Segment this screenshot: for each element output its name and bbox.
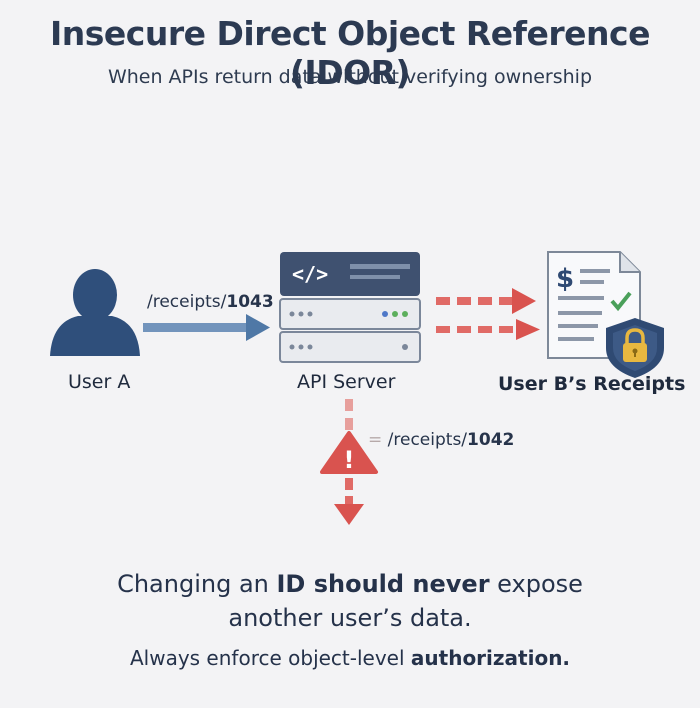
warning-icon: ! <box>320 431 378 474</box>
data-leak-arrows <box>436 288 540 340</box>
user-icon <box>50 269 140 356</box>
svg-text:!: ! <box>344 446 355 474</box>
request-arrow <box>143 314 270 341</box>
shield-lock-icon <box>606 318 664 378</box>
server-icon: </> <box>279 252 421 363</box>
check-icon <box>610 291 632 312</box>
page-subtitle: When APIs return data without verifying … <box>107 66 593 88</box>
code-icon: </> <box>292 262 328 286</box>
tamper-arrow <box>334 399 364 525</box>
api-server-label: API Server <box>297 371 396 393</box>
message-line-1: Changing an ID should never expose <box>117 570 583 598</box>
user-a-label: User A <box>68 371 131 393</box>
user-b-receipts-label: User B’s Receipts <box>498 373 686 395</box>
message-line-3: Always enforce object-level authorizatio… <box>129 646 571 670</box>
tampered-request-label: = /receipts/1042 <box>368 430 515 450</box>
page-title: Insecure Direct Object Reference (IDOR) <box>50 14 651 92</box>
dollar-icon: $ <box>556 264 574 294</box>
message-line-2: another user’s data. <box>228 604 472 632</box>
request-path-label: /receipts/1043 <box>147 292 274 312</box>
